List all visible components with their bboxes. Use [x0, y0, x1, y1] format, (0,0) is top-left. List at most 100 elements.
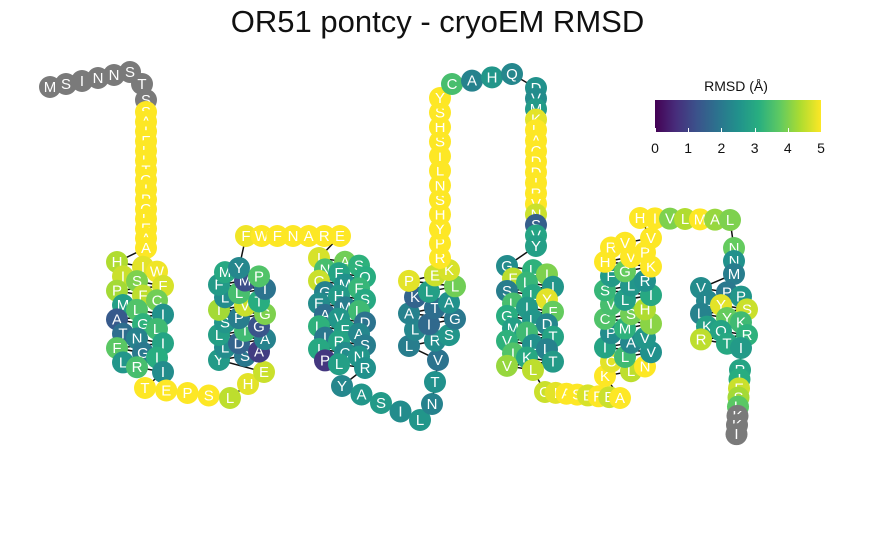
residue-letter: C	[606, 354, 617, 371]
residue-letter: Y	[722, 310, 732, 327]
residue-letter: L	[411, 322, 419, 339]
residue-letter: K	[702, 319, 712, 336]
residue-letter: R	[696, 331, 707, 348]
residue-letter: P	[435, 235, 445, 252]
residue-letter: N	[132, 331, 143, 348]
residue-letter: L	[315, 318, 323, 335]
residue: S	[370, 392, 392, 414]
residue: P	[248, 265, 270, 288]
residue-circle	[730, 337, 752, 359]
residue-letter: S	[132, 273, 142, 290]
residue-circle	[725, 423, 748, 446]
residue-letter: E	[161, 383, 171, 400]
residue-letter: A	[141, 240, 151, 257]
residue-letter: L	[226, 390, 234, 407]
residue-letter: S	[240, 348, 250, 365]
residue-letter: A	[354, 326, 364, 343]
residue-letter: Y	[716, 297, 726, 314]
residue-circle	[282, 225, 304, 247]
residue-letter: L	[235, 285, 243, 302]
residue-letter: V	[665, 211, 675, 228]
residue-letter: F	[158, 278, 167, 295]
residue: I	[389, 400, 412, 423]
residue: E	[253, 361, 275, 383]
residue-letter: T	[254, 293, 263, 310]
residue-letter: P	[234, 310, 244, 327]
residue-circle	[197, 384, 220, 407]
residue-circle	[135, 237, 157, 259]
chart-title: OR51 pontcy - cryoEM RMSD	[230, 4, 645, 39]
residue-letter: R	[430, 333, 441, 350]
residue-letter: L	[133, 302, 141, 319]
residue-letter: R	[360, 360, 371, 377]
residue-circle	[370, 392, 392, 414]
residue-letter: Y	[531, 238, 541, 255]
residue: A	[297, 225, 320, 247]
residue-letter: W	[255, 228, 270, 245]
residue: V	[496, 354, 518, 377]
residue-letter: L	[697, 306, 705, 323]
colorbar-tick-label: 2	[717, 140, 726, 156]
residue-letter: Y	[542, 291, 552, 308]
residue: N	[282, 225, 304, 247]
residue-letter: P	[112, 283, 122, 300]
residue-letter: F	[354, 280, 363, 297]
residue-letter: V	[502, 333, 512, 350]
residue-letter: A	[404, 305, 414, 322]
residue-circle	[542, 350, 564, 373]
residue-letter: K	[736, 314, 746, 331]
residue-letter: I	[141, 259, 145, 276]
residue-letter: C	[340, 345, 351, 362]
residue-letter: Y	[435, 221, 445, 238]
residue-circle	[424, 371, 446, 393]
residue-letter: S	[376, 395, 386, 412]
residue: Y	[331, 375, 353, 397]
residue-letter: H	[600, 254, 611, 271]
colorbar	[655, 100, 821, 132]
residue-circle	[328, 353, 350, 376]
residue-letter: I	[323, 330, 327, 347]
residue-circle	[219, 387, 241, 409]
residue-letter: L	[621, 349, 629, 366]
residue-letter: N	[109, 67, 120, 84]
residue: R	[690, 328, 712, 351]
residue-letter: Q	[359, 269, 371, 286]
residue-letter: S	[61, 76, 71, 93]
residue-letter: F	[214, 277, 223, 294]
residue-letter: G	[253, 319, 265, 336]
residue-letter: I	[217, 302, 221, 319]
residue-letter: S	[435, 134, 445, 151]
residue-letter: C	[314, 273, 325, 290]
residue-letter: I	[317, 250, 321, 267]
residue-letter: I	[649, 287, 653, 304]
residue-letter: Y	[234, 260, 244, 277]
residue-letter: R	[334, 333, 345, 350]
residue: I	[730, 337, 752, 359]
residue-letter: H	[435, 119, 446, 136]
residue-letter: T	[722, 336, 731, 353]
residue-letter: R	[132, 359, 143, 376]
residue-letter: L	[529, 262, 537, 279]
residue-letter: T	[430, 300, 439, 317]
residue-letter: A	[626, 335, 636, 352]
residue-letter: L	[405, 338, 413, 355]
residue-letter: H	[640, 301, 651, 318]
residue-letter: F	[334, 265, 343, 282]
residue-letter: L	[523, 275, 531, 292]
residue-letter: G	[137, 316, 149, 333]
residue-letter: I	[263, 281, 267, 298]
residue-letter: I	[511, 345, 515, 362]
residue-letter: L	[621, 292, 629, 309]
residue-letter: L	[153, 321, 161, 338]
residue-letter: C	[600, 311, 611, 328]
residue-letter: L	[529, 287, 537, 304]
residue-letter: E	[314, 296, 324, 313]
residue-letter: A	[356, 387, 366, 404]
residue-letter: I	[427, 316, 431, 333]
residue-letter: R	[319, 228, 330, 245]
residue: Y	[525, 235, 547, 257]
residue-letter: P	[606, 325, 616, 342]
residue-circle	[155, 379, 178, 402]
residue-letter: R	[640, 273, 651, 290]
residue-letter: T	[118, 326, 127, 343]
